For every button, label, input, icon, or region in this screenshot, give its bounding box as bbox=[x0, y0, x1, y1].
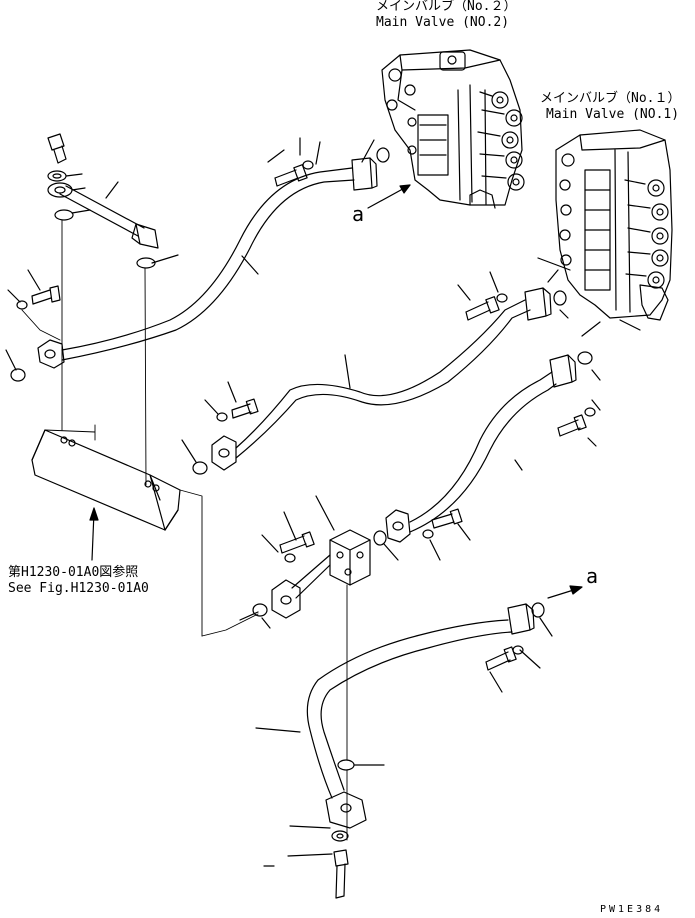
valve-no1-label-en: Main Valve (NO.1) bbox=[546, 107, 680, 122]
valve-no1-label-jp: メインバルブ（No.１） bbox=[540, 91, 681, 106]
view-marker-a-bottom: a bbox=[586, 564, 599, 588]
valve-no2-label-en: Main Valve (NO.2) bbox=[376, 15, 510, 30]
bottom-pipe bbox=[255, 602, 553, 899]
drawing-part-number: PW1E384 bbox=[600, 904, 664, 915]
lower-cross-block bbox=[201, 495, 371, 637]
middle-pipe bbox=[181, 257, 571, 475]
top-left-header bbox=[47, 133, 179, 269]
reference-label-en: See Fig.H1230-01A0 bbox=[8, 581, 149, 596]
distribution-block bbox=[31, 424, 203, 637]
left-bolt-group bbox=[5, 269, 61, 382]
valve-no2-label-jp: メインバルブ（No.２） bbox=[376, 0, 517, 14]
reference-label-jp: 第H1230-01A0図参照 bbox=[8, 565, 139, 580]
upper-long-pipe bbox=[37, 137, 390, 369]
main-valve-no1 bbox=[555, 129, 673, 321]
main-valve-no2 bbox=[381, 49, 525, 209]
view-marker-a-top: a bbox=[352, 202, 365, 226]
right-pipe bbox=[373, 319, 641, 561]
